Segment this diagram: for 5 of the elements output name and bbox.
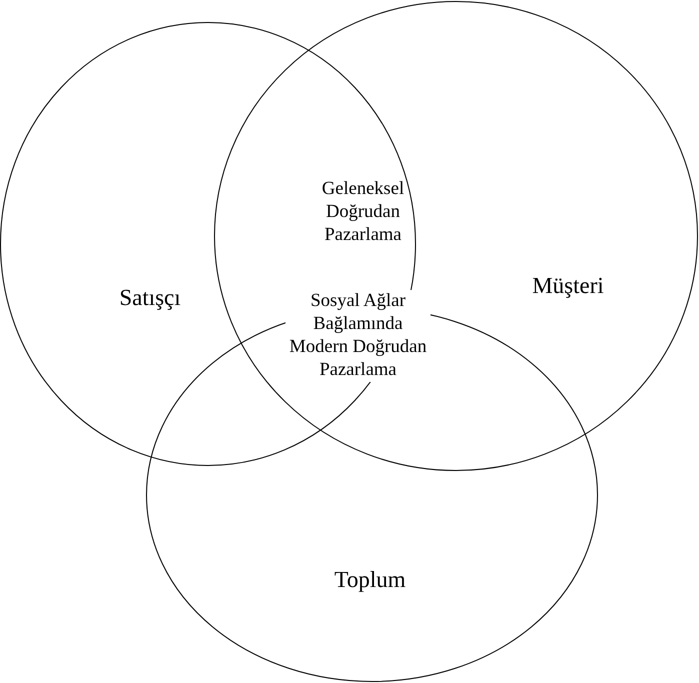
set-label: Müşteri [532,273,604,299]
overlap-label: Sosyal Ağlar Bağlamında Modern Doğrudan Pazarlama [286,290,430,382]
set-label: Toplum [334,567,406,593]
set-label: Satışçı [119,285,181,311]
overlap-label: Geleneksel Doğrudan Pazarlama [320,178,406,247]
